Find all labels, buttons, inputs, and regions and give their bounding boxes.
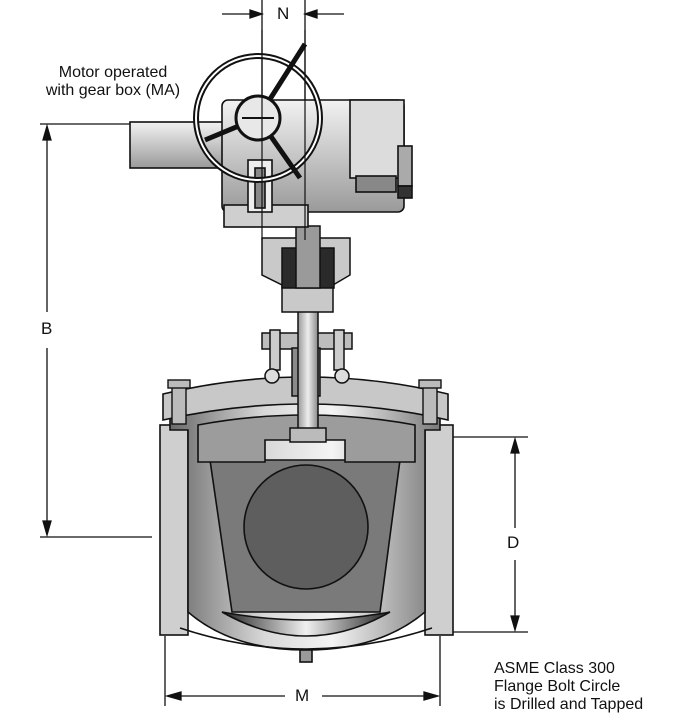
plug-port: [243, 464, 369, 590]
flange-note-line3: is Drilled and Tapped: [494, 696, 644, 713]
cover-bolts: [167, 379, 442, 425]
dimension-m: [164, 636, 441, 706]
flange-note-line2: Flange Bolt Circle: [494, 678, 621, 695]
flange-note-line1: ASME Class 300: [494, 660, 615, 677]
left-flange: [159, 424, 189, 636]
dim-m-label: M: [295, 686, 310, 705]
dim-n-label: N: [277, 4, 290, 23]
bottom-cover: [221, 611, 391, 637]
actuator-label: Motor operated with gear box (MA): [28, 64, 198, 100]
actuator-label-line1: Motor operated: [58, 64, 168, 81]
right-flange: [424, 424, 454, 636]
flange-note: ASME Class 300 Flange Bolt Circle is Dri…: [494, 660, 643, 714]
stem-assembly: [261, 279, 353, 443]
valve-body: [159, 376, 454, 663]
dimension-d: [452, 436, 528, 633]
actuator-label-line2: with gear box (MA): [45, 82, 181, 99]
dim-d-label: D: [507, 533, 520, 552]
handwheel: [193, 42, 323, 183]
dim-b-label: B: [41, 319, 53, 338]
yoke: [261, 225, 351, 313]
motor-housing-right: [349, 99, 405, 179]
